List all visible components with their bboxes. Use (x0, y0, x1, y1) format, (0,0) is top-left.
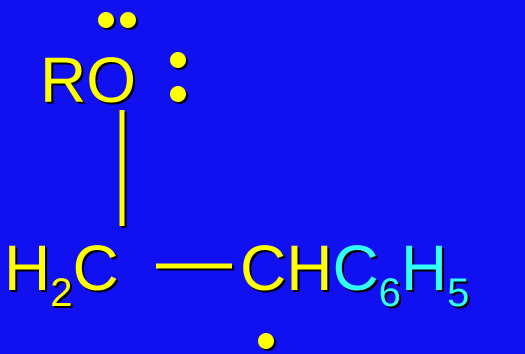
methylene-carbon-label: C (72, 232, 119, 304)
phenyl-carbon-count: 6 (378, 271, 401, 315)
lone-pair-top-electron-1 (98, 12, 114, 28)
methylene-hydrogen-label: H (4, 232, 51, 304)
methylene-hydrogen-count: 2 (50, 271, 73, 315)
benzylic-group: CHC6H5 (240, 236, 469, 313)
alkoxy-group: RO (40, 48, 136, 112)
alkyl-r-label: R (40, 44, 87, 116)
phenyl-hydrogen-count: 5 (447, 271, 470, 315)
lone-pair-right-electron-1 (170, 52, 186, 68)
lone-pair-right-electron-2 (170, 86, 186, 102)
methine-carbon-label: C (240, 232, 287, 304)
lone-pair-top-electron-2 (120, 12, 136, 28)
methine-hydrogen-label: H (286, 232, 333, 304)
radical-electron (258, 333, 274, 349)
phenyl-carbon-label: C (332, 232, 379, 304)
phenyl-hydrogen-label: H (400, 232, 448, 304)
oxygen-label: O (86, 44, 136, 116)
methylene-group: H2C (4, 236, 119, 313)
